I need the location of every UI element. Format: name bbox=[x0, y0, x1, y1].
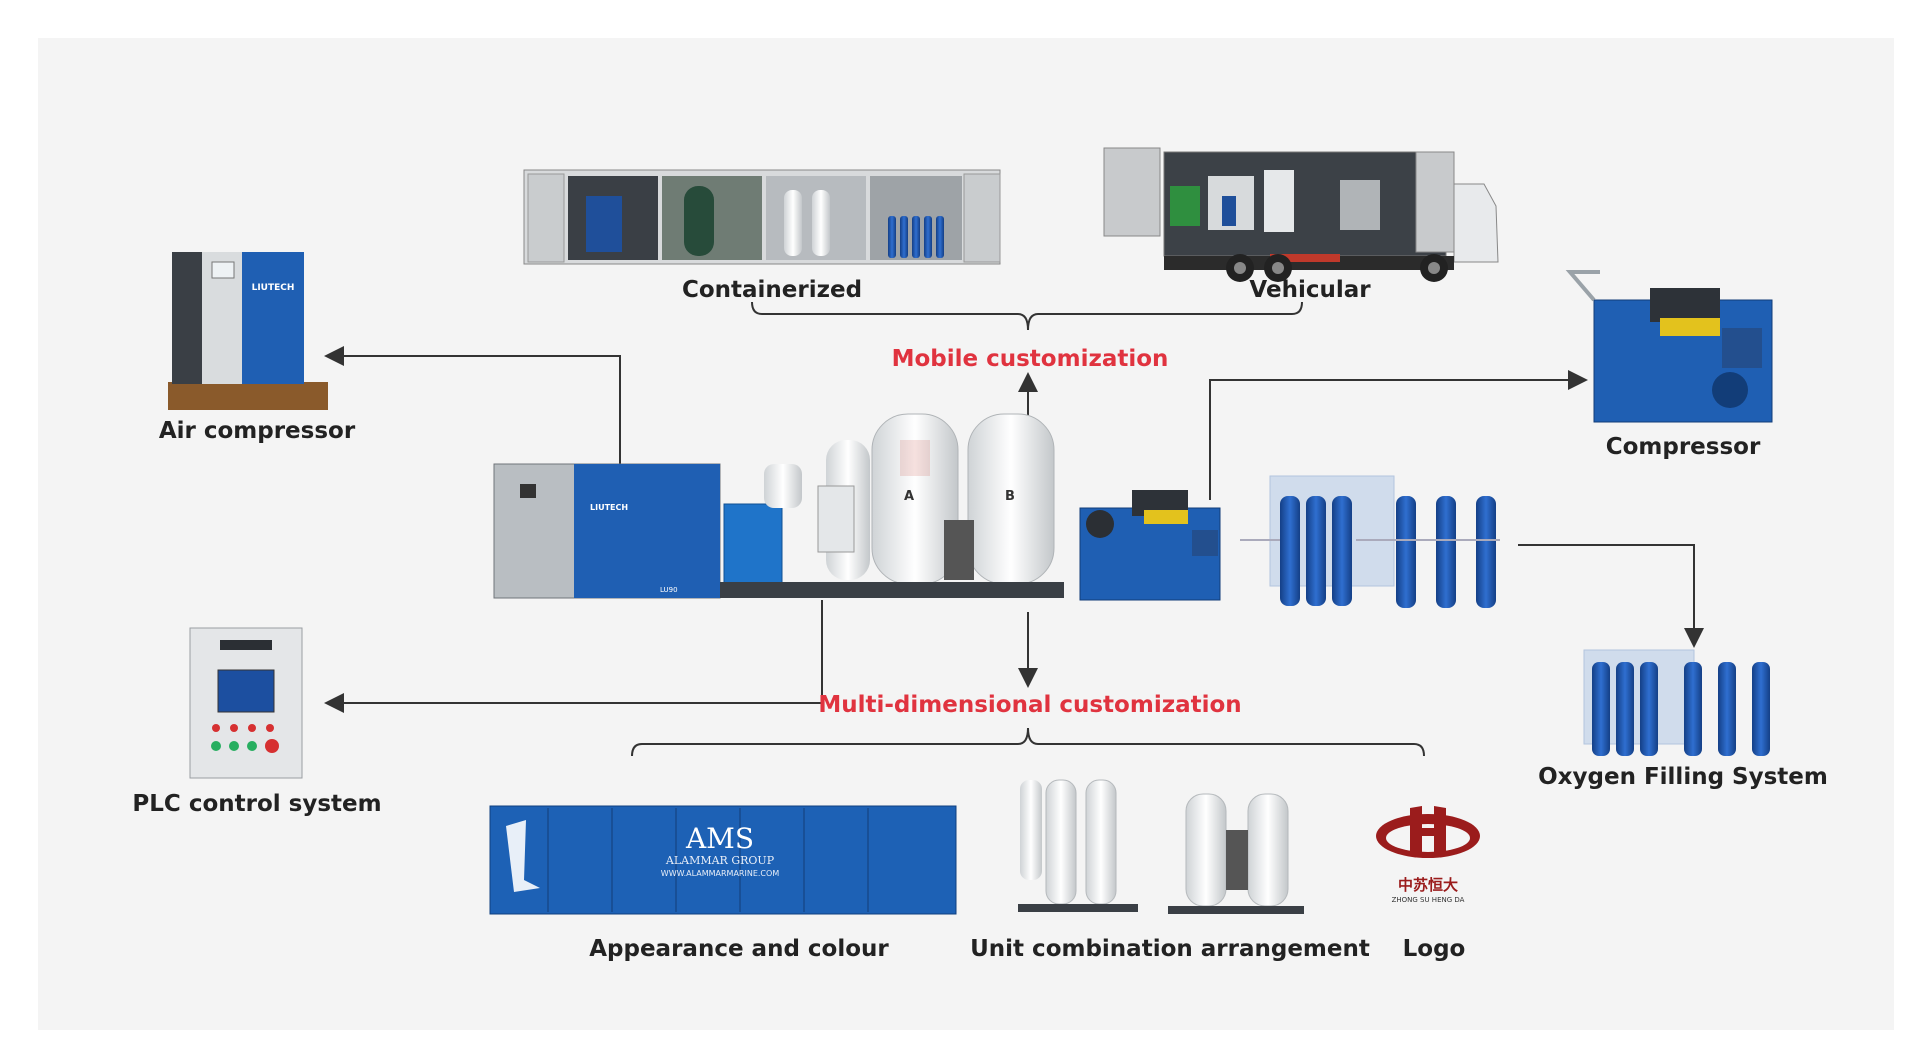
oxygen-filling-image bbox=[1583, 649, 1770, 756]
unit-combination-image bbox=[1018, 779, 1304, 914]
label-compressor: Compressor bbox=[1605, 434, 1761, 460]
label-unit-combination: Unit combination arrangement bbox=[970, 936, 1370, 962]
brace-mobile bbox=[751, 301, 1303, 331]
label-plc-control: PLC control system bbox=[132, 791, 382, 817]
air-compressor-image: LIUTECH bbox=[168, 252, 328, 410]
label-containerized: Containerized bbox=[681, 277, 863, 303]
ams-container-image: AMS ALAMMAR GROUP WWW.ALAMMARMARINE.COM bbox=[489, 805, 957, 915]
svg-text:A: A bbox=[904, 489, 914, 504]
svg-text:LIUTECH: LIUTECH bbox=[252, 283, 295, 293]
containerized-image bbox=[523, 169, 1001, 265]
label-mobile-customization: Mobile customization bbox=[891, 346, 1169, 372]
label-logo: Logo bbox=[1402, 936, 1466, 962]
svg-text:LIUTECH: LIUTECH bbox=[590, 503, 628, 512]
cylinder-rack-image bbox=[1240, 475, 1500, 608]
svg-text:B: B bbox=[1005, 489, 1015, 504]
booster-compressor-image bbox=[1079, 490, 1221, 601]
svg-text:ZHONG SU HENG DA: ZHONG SU HENG DA bbox=[1392, 896, 1465, 904]
svg-text:AMS: AMS bbox=[685, 822, 754, 855]
plc-control-image bbox=[189, 627, 303, 779]
label-oxygen-filling: Oxygen Filling System bbox=[1538, 764, 1828, 790]
svg-text:LU90: LU90 bbox=[660, 586, 678, 594]
label-multi-dimensional: Multi-dimensional customization bbox=[818, 692, 1242, 718]
compressor-image bbox=[1565, 270, 1773, 423]
arrow-to-compressor bbox=[1209, 370, 1588, 500]
svg-text:中苏恒大: 中苏恒大 bbox=[1398, 876, 1458, 894]
vehicular-image bbox=[1103, 147, 1499, 282]
zhongsu-logo-icon: 中苏恒大 ZHONG SU HENG DA bbox=[1376, 806, 1480, 904]
label-vehicular: Vehicular bbox=[1249, 277, 1371, 303]
connectors bbox=[324, 301, 1704, 757]
label-air-compressor: Air compressor bbox=[158, 418, 356, 444]
arrow-to-oxygen-filling bbox=[1518, 544, 1704, 648]
arrow-to-air-compressor bbox=[324, 346, 621, 465]
central-system-image: LIUTECH LU90 A B bbox=[493, 413, 1064, 599]
svg-text:WWW.ALAMMARMARINE.COM: WWW.ALAMMARMARINE.COM bbox=[661, 869, 780, 878]
arrow-to-plc bbox=[324, 600, 823, 713]
svg-text:ALAMMAR GROUP: ALAMMAR GROUP bbox=[665, 854, 775, 867]
label-appearance: Appearance and colour bbox=[589, 936, 889, 962]
brace-multi bbox=[631, 727, 1425, 757]
